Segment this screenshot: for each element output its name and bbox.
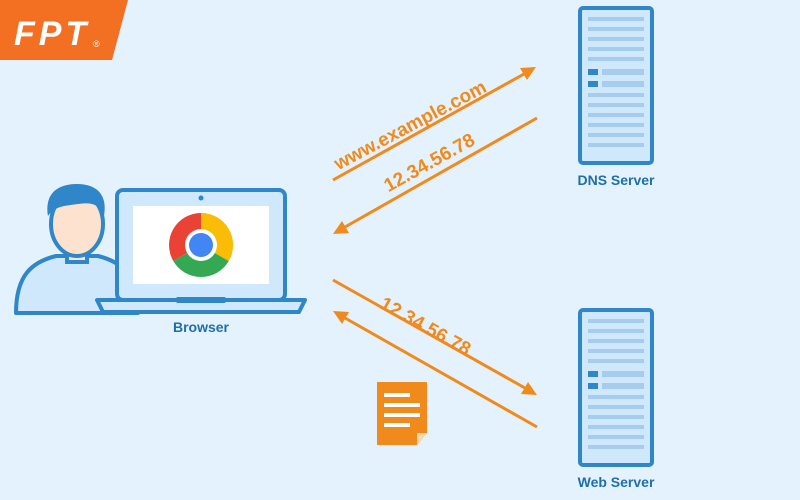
web-server-label: Web Server [577,474,655,490]
dns-server-icon [578,6,654,165]
web-server-icon [578,308,654,467]
arrow-dns-request [332,67,536,182]
arrow-web-request [332,278,537,395]
fpt-logo: FPT ® [0,0,128,60]
chrome-logo-icon [169,213,233,277]
browser-label: Browser [172,319,230,335]
arrow-dns-response [333,116,538,234]
arrow-web-response [333,311,538,429]
dns-server-label: DNS Server [577,172,655,188]
document-icon [377,382,427,445]
logo-text: FPT [14,15,90,53]
logo-registered-mark: ® [93,39,100,49]
